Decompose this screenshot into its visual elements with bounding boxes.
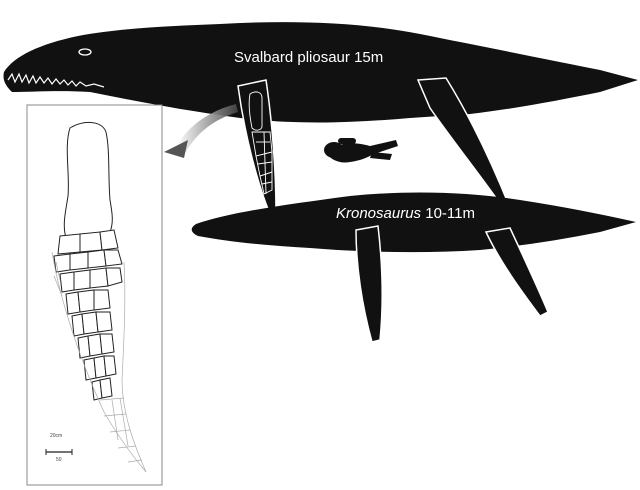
kronosaurus-label: Kronosaurus 10-11m [336, 205, 475, 222]
kronosaurus-front-flipper [356, 226, 382, 342]
humerus-bone [64, 122, 112, 238]
scale-bottom-label: 50 [56, 457, 62, 463]
svalbard-eye [79, 49, 91, 55]
kronosaurus-body [192, 193, 636, 253]
flipper-inset: 20cm 50 [27, 105, 162, 485]
svalbard-pliosaur-label: Svalbard pliosaur 15m [234, 49, 383, 66]
kronosaurus-size-label: 10-11m [421, 205, 475, 222]
scale-top-label: 20cm [50, 433, 62, 439]
arrow-head [164, 140, 188, 158]
kronosaurus-genus-label: Kronosaurus [336, 205, 422, 222]
scuba-diver-silhouette [324, 138, 398, 163]
